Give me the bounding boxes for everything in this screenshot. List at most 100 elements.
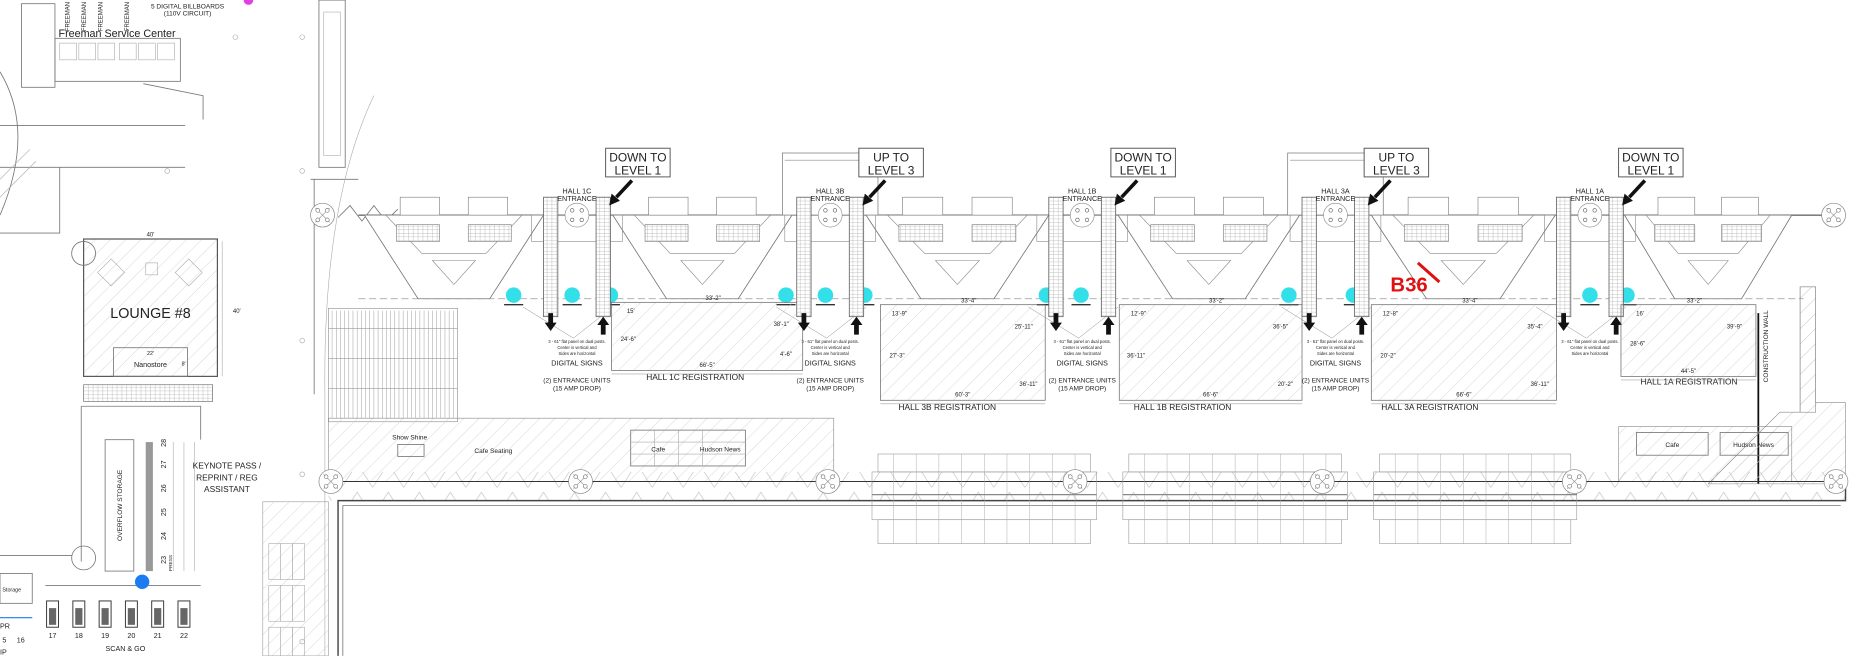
sign-note: Sides are horizontal [1571,351,1608,356]
nanostore-width: 22' [147,351,154,357]
up-arrow-icon [597,316,610,335]
nanostore-label: Nanostore [134,361,167,369]
left-zone: 5 DIGITAL BILLBOARDS (110V CIRCUIT) FREE… [0,0,305,656]
callout-arrow-icon [615,179,634,199]
dimension-label: 66'-5" [700,363,715,369]
construction-zone: CONSTRUCTION WALL [1707,286,1846,485]
registration-area[interactable]: HALL 3A REGISTRATION33'-4"20'-2"66'-6"35… [1370,298,1557,412]
callout-line-1: DOWN TO [609,150,666,164]
digital-signs-label: DIGITAL SIGNS [1057,360,1109,368]
scan-station[interactable]: 17 [46,600,60,640]
elevator-icon [1323,202,1348,228]
dimension-label: 4'-6" [780,352,792,358]
down-arrow-icon [1049,313,1062,331]
dimension-label: 36'-11" [1127,353,1145,359]
cafe-label-2: Cafe [1665,442,1679,449]
lounge-8 [83,238,218,377]
svg-text:FREEMAN: FREEMAN [125,2,131,31]
scan-station[interactable]: 20 [124,600,138,640]
dimension-label: 28'-6" [1630,341,1645,347]
registration-area[interactable]: HALL 1C REGISTRATION33'-2"24'-6"66'-5"38… [611,296,804,382]
seating-cluster [1122,453,1348,544]
sign-note: Center is vertical and [557,345,597,350]
billboards-circuit: (110V CIRCUIT) [164,11,212,18]
sign-note: Sides are horizontal [1317,351,1354,356]
entrance-units-drop: (15 AMP DROP) [1058,386,1106,393]
scan-station[interactable]: 18 [72,600,86,640]
booth-marker-b36[interactable]: B36 [1390,261,1441,297]
keynote-label-2: REPRINT / REG [196,472,258,482]
dimension-label: 12'-8" [1383,311,1398,317]
down-arrow-icon [797,313,810,331]
seating-cluster [871,453,1097,544]
sign-note: Center is vertical and [1316,345,1356,350]
scan-station-number: 20 [127,632,135,640]
structural-column [1062,469,1088,494]
structural-column [1310,469,1335,494]
dimension-label: 25'-11" [1015,325,1033,331]
scan-station[interactable]: 21 [151,600,165,640]
elevator-icon [1069,202,1095,228]
dimension-label: 16' [1636,311,1644,317]
dimension-label: 33'-4" [961,298,976,304]
digital-sign-marker[interactable] [815,287,835,306]
callout-arrow-icon [1120,179,1139,199]
entrance-units-label: (2) ENTRANCE UNITS [1302,377,1370,384]
entrance-units-drop: (15 AMP DROP) [806,386,854,393]
up-arrow-icon [850,316,863,335]
storage-label: Storage [2,587,21,593]
registration-area[interactable]: HALL 1B REGISTRATION33'-2"36'-11"66'-6"3… [1118,298,1303,412]
registration-area[interactable]: HALL 3B REGISTRATION33'-4"27'-3"60'-3"25… [879,298,1046,412]
pr-label: PR [0,622,10,630]
down-arrow-icon [544,313,557,331]
escalator [1301,196,1317,318]
current-location-dot [134,574,150,590]
digital-sign-marker[interactable] [1580,287,1600,306]
dimension-label: 13'-9" [892,311,907,317]
dimension-label: 36'-11" [1531,382,1549,388]
counter-number: 28 [160,439,168,447]
registration-area[interactable]: HALL 1A REGISTRATION33'-2"28'-6"44'-5"39… [1620,298,1757,387]
scan-station-number: 22 [180,632,188,640]
digital-signs-label: DIGITAL SIGNS [1310,360,1362,368]
callout-line-2: LEVEL 1 [1627,164,1674,178]
show-shine-label: Show Shine [392,435,427,442]
service-center-label: Freeman Service Center [59,28,177,40]
dimension-label: 15' [627,309,635,315]
scan-station[interactable]: 22 [177,600,191,640]
dimension-label: 33'-2" [1687,298,1702,304]
callout-arrow-icon [1628,179,1647,199]
escalator [1048,196,1064,318]
service-room-block [363,196,545,300]
digital-sign-marker[interactable] [562,287,582,306]
digital-sign-marker[interactable] [504,287,524,306]
sign-note: 3 - 61" flat panel on dual posts. [548,339,605,344]
structural-column [310,202,335,228]
structural-column [1562,469,1587,494]
escalator [595,196,611,318]
scan-station[interactable]: 19 [98,600,112,640]
service-room-block [1370,196,1557,300]
elevator-icon [564,202,590,228]
callout-line-1: DOWN TO [1115,150,1172,164]
counter-number: 24 [160,532,168,540]
left-number-5: 5 [2,637,6,645]
svg-text:FREEMAN: FREEMAN [99,2,105,31]
dimension-label: 33'-2" [1209,298,1224,304]
sign-note: Center is vertical and [1570,345,1610,350]
escalator [848,196,865,318]
entrance-label: ENTRANCE [1316,195,1356,203]
digital-sign-marker[interactable] [1279,287,1299,306]
counter-number: 25 [160,508,168,516]
callout-line-2: LEVEL 1 [1120,164,1167,178]
lounge-label: LOUNGE #8 [110,306,190,322]
entrance-units-label: (2) ENTRANCE UNITS [543,377,611,384]
callout-line-2: LEVEL 3 [868,164,915,178]
left-number-16: 16 [17,637,25,645]
entrance-label: ENTRANCE [557,195,597,203]
digital-sign-marker[interactable] [1071,287,1091,306]
